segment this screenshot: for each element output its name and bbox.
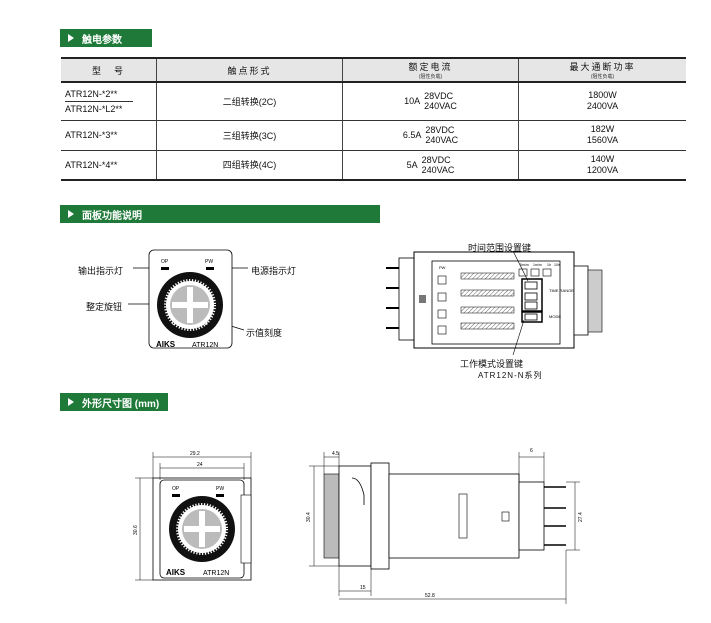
dim-d2: 6	[530, 448, 533, 454]
dim-side-notch	[501, 511, 510, 522]
dim-op-led	[172, 494, 180, 497]
dim-w2: 24	[197, 462, 203, 468]
op-text: OP	[161, 259, 169, 265]
contact-cell: 二组转换(2C)	[156, 82, 343, 121]
table-header: 额定电流(阻性负载)	[342, 57, 519, 83]
label-series: ATR12N-N系列	[478, 371, 543, 380]
side-cap	[573, 265, 589, 336]
dial-max-text: 10	[201, 321, 208, 327]
time-range-switch[interactable]	[521, 278, 543, 312]
dim-d1: 4.5	[332, 451, 339, 457]
range-val-1: 1m/m	[533, 263, 542, 267]
dim-side-window	[458, 493, 468, 539]
dim-d3: 15	[360, 585, 366, 591]
label-output-led: 输出指示灯	[78, 266, 124, 276]
triangle-icon	[68, 210, 74, 218]
dim-brand-text: AIKS	[166, 568, 186, 577]
dim-model-text: ATR12N	[203, 570, 229, 577]
pw-led	[206, 267, 214, 270]
range-val-2: 1h	[547, 263, 551, 267]
dim-side-knob	[323, 473, 340, 559]
label-mode-key: 工作模式设置键	[460, 359, 524, 369]
label-power-led: 电源指示灯	[251, 266, 297, 276]
range-val-3: 10h	[554, 263, 560, 267]
mode-switch[interactable]	[521, 311, 543, 323]
dim-front-edge	[240, 494, 252, 564]
contact-params-table: 型 号 触点形式 额定电流(阻性负载) 最大通断功率(阻性负载) ATR12N-…	[61, 57, 686, 181]
label-scale: 示值刻度	[246, 328, 283, 338]
dim-knob-grip	[184, 526, 220, 532]
section-title: 面板功能说明	[82, 210, 142, 222]
timing-hatch	[460, 272, 515, 330]
dim-pw-led	[216, 494, 224, 497]
table-header: 型 号	[61, 57, 157, 83]
dial-min-text: 0	[172, 321, 176, 327]
model-cell: ATR12N-*3**	[61, 120, 157, 151]
section-header-panel-desc: 面板功能说明	[60, 205, 380, 223]
dip-switch[interactable]	[524, 292, 538, 301]
dim-op-text: OP	[172, 486, 180, 492]
dim-side-flange	[370, 462, 390, 570]
dim-pw-text: PW	[216, 486, 224, 492]
side-base	[398, 257, 415, 341]
dip-switch[interactable]	[524, 313, 538, 321]
dim-d4: 52.8	[425, 593, 435, 599]
dim-side-front	[338, 465, 372, 567]
dip-switch[interactable]	[524, 281, 538, 290]
mode-text: MODE	[549, 314, 561, 319]
dim-h2: 30.4	[306, 512, 312, 522]
time-range-text: TIME RANGE	[549, 288, 574, 293]
pw-text: PW	[205, 259, 213, 265]
section-header-dimensions: 外形尺寸图 (mm)	[60, 393, 168, 411]
table-header: 最大通断功率(阻性负载)	[518, 57, 686, 83]
dim-side-base	[518, 481, 545, 551]
section-header-contact-params: 触电参数	[60, 29, 152, 47]
model-cell: ATR12N-*4**	[61, 150, 157, 181]
dim-side-body	[388, 473, 520, 559]
leader-line	[512, 250, 529, 282]
side-knob[interactable]	[587, 269, 603, 333]
dim-latch	[351, 477, 365, 505]
range-val-0: 5m/m	[520, 263, 529, 267]
dim-h3: 27.4	[578, 512, 584, 522]
section-title: 触电参数	[82, 34, 122, 46]
dim-lines-side	[309, 452, 580, 604]
brand-text: AIKS	[156, 340, 176, 349]
side-notch	[419, 295, 426, 303]
contact-cell: 三组转换(3C)	[156, 120, 343, 151]
model-text: ATR12N	[192, 342, 218, 349]
dim-h1: 30.6	[133, 525, 139, 535]
knob-grip	[172, 302, 208, 308]
dim-lines-front	[135, 452, 252, 581]
dip-switch-icons	[437, 268, 552, 335]
dip-switch[interactable]	[524, 301, 538, 310]
table-header-row: 型 号 触点形式 额定电流(阻性负载) 最大通断功率(阻性负载)	[61, 57, 686, 83]
dim-w1: 29.2	[190, 451, 200, 457]
contact-cell: 四组转换(4C)	[156, 150, 343, 181]
label-knob: 整定旋钮	[86, 302, 123, 312]
triangle-icon	[68, 34, 74, 42]
dim-pins	[544, 486, 566, 546]
op-led	[161, 267, 169, 270]
leader-line	[512, 319, 525, 356]
label-time-range-key: 时间范围设置键	[468, 243, 532, 253]
pw-small-text: PW	[439, 265, 446, 270]
model-cell: ATR12N-*2** ATR12N-*L2**	[61, 82, 157, 121]
section-title: 外形尺寸图 (mm)	[82, 398, 160, 410]
table-header: 触点形式	[156, 57, 343, 83]
triangle-icon	[68, 398, 74, 406]
